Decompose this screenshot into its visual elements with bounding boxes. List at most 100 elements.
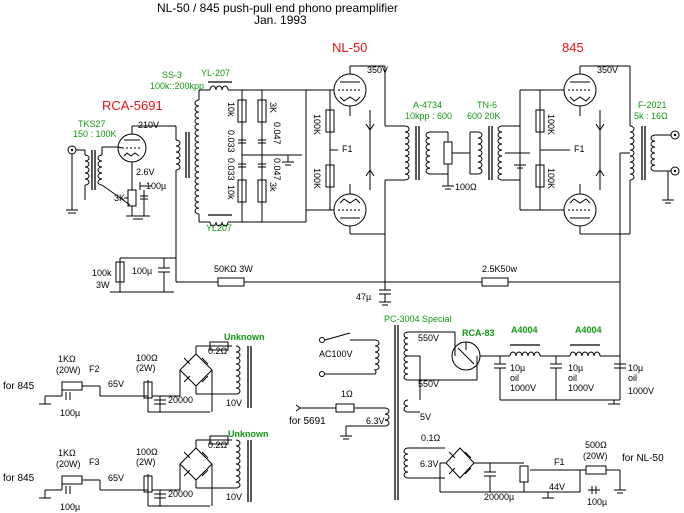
c10u-1-oil: oil <box>510 373 519 383</box>
pot3k-label: 3K <box>114 193 125 203</box>
cathode-network <box>124 182 152 220</box>
f1-845-label: F1 <box>574 144 585 154</box>
v65-b-label: 65V <box>108 473 124 483</box>
ac100v-label: AC100V <box>319 349 353 359</box>
a4004-1-label: A4004 <box>511 325 538 335</box>
filament-supply-2 <box>39 435 252 507</box>
c47u-label: 47µ <box>356 292 371 302</box>
v26-label: 2.6V <box>136 167 155 177</box>
f2021-transformer <box>619 66 668 318</box>
c10u-1-label: 10µ <box>510 363 525 373</box>
nl50-dc-supply <box>403 447 581 499</box>
yl207-bot-label: YL207 <box>206 223 232 233</box>
filament-supply-1 <box>39 341 252 413</box>
r10k-a-label: 10k <box>226 102 236 117</box>
f2021-label: F-2021 <box>638 100 667 110</box>
unknown1-label: Unknown <box>224 332 265 342</box>
v63-b-label: 6.3V <box>420 459 439 469</box>
filter-chain <box>494 318 626 405</box>
tn6-label: TN-6 <box>477 100 497 110</box>
r02-b-label: 0.2Ω <box>208 440 228 450</box>
c10u-3-oil: oil <box>628 373 637 383</box>
r3k-b-label: 3k <box>268 182 278 192</box>
v350-845-label: 350V <box>597 65 618 75</box>
tks27-transformer <box>76 146 131 206</box>
ss3-ratio: 100k::200kpp <box>150 81 204 91</box>
c10u-2-label: 10µ <box>568 363 583 373</box>
nl50-tube-top <box>306 65 385 116</box>
for845-a-label: for 845 <box>3 381 35 392</box>
yl207-top-label: YL-207 <box>201 68 230 78</box>
tn6-ratio: 600 20K <box>467 111 501 121</box>
r100k-845-b-label: 100K <box>546 168 556 189</box>
r100ohm-mid-label: 100Ω <box>455 182 477 192</box>
r1ohm-label: 1Ω <box>341 389 353 399</box>
v210-label: 210V <box>138 120 159 130</box>
hv-secondary <box>403 331 455 400</box>
c10u-2-oil: oil <box>568 373 577 383</box>
rca5691-tube <box>117 125 177 182</box>
r100-a-power: (2W) <box>136 363 156 373</box>
rca83-tube <box>451 332 500 381</box>
c0033-b-label: 0.033 <box>226 158 236 181</box>
filament-5v <box>403 399 420 413</box>
v63-a-label: 6.3V <box>366 416 385 426</box>
v350-nl50-label: 350V <box>367 65 388 75</box>
v44-label: 44V <box>549 482 565 492</box>
yl207-bot-choke <box>208 214 306 227</box>
schematic-title: NL-50 / 845 push-pull end phono preampli… <box>157 1 398 15</box>
v550-b-label: 550V <box>418 379 439 389</box>
c100u-out-label: 100µ <box>587 497 607 507</box>
f2021-ratio: 5k : 16Ω <box>634 111 668 121</box>
r100k3w-power: 3W <box>96 280 110 290</box>
f3-label: F3 <box>89 457 100 467</box>
r100k-nl-b-label: 100K <box>312 168 322 189</box>
rc-network <box>237 90 307 222</box>
nl50-tube-bottom <box>306 184 385 235</box>
schematic-date: Jan. 1993 <box>254 13 307 27</box>
ac-input <box>319 332 380 377</box>
v550-a-label: 550V <box>418 333 439 343</box>
tks27-ratio: 150 : 100K <box>73 129 117 139</box>
ss3-transformer <box>175 89 210 282</box>
yl207-top-choke <box>208 81 306 91</box>
a4734-transformer <box>384 66 470 234</box>
f2-label: F2 <box>89 364 100 374</box>
v65-a-label: 65V <box>108 379 124 389</box>
c0033-a-label: 0.033 <box>226 130 236 153</box>
r100-b-power: (2W) <box>136 457 156 467</box>
pc3004-core <box>394 325 399 500</box>
r1k-a-label: 1KΩ <box>58 354 76 364</box>
rca5691-label: RCA-5691 <box>102 98 163 113</box>
nl50-label: NL-50 <box>332 40 367 55</box>
v10-a-label: 10V <box>226 398 242 408</box>
tn6-transformer <box>469 90 530 210</box>
r1k-b-power: (20W) <box>56 459 81 469</box>
r100-a-label: 100Ω <box>136 353 158 363</box>
tube-845-grid-resistors <box>535 90 605 210</box>
f1-nl50-label: F1 <box>342 144 353 154</box>
r25k50w-label: 2.5K50w <box>482 264 518 274</box>
r100k3w-label: 100k <box>92 268 112 278</box>
r500ohm-label: 500Ω <box>585 440 607 450</box>
c10u-1-volt: 1000V <box>510 383 536 393</box>
fornl50-label: for NL-50 <box>622 453 664 464</box>
c20000c-label: 20000µ <box>484 492 514 502</box>
pc3004-label: PC-3004 Special <box>384 314 452 324</box>
r01ohm-label: 0.1Ω <box>421 433 441 443</box>
input-jack <box>66 145 78 214</box>
a4734-label: A-4734 <box>413 100 442 110</box>
rca83-label: RCA-83 <box>462 328 495 338</box>
nl50-output <box>580 465 626 494</box>
c10u-3-label: 10µ <box>628 363 643 373</box>
r3k-a-label: 3K <box>268 102 278 113</box>
t845-label: 845 <box>562 40 584 55</box>
c100u-a-label: 100µ <box>60 408 80 418</box>
a4734-ratio: 10kpp : 600 <box>405 111 452 121</box>
tks27-label: TKS27 <box>78 119 106 129</box>
r100k-845-a-label: 100K <box>546 114 556 135</box>
c100u-b2-label: 100µ <box>60 502 80 512</box>
c20000-b-label: 20000 <box>168 489 193 499</box>
r02-a-label: 0.2Ω <box>208 346 228 356</box>
